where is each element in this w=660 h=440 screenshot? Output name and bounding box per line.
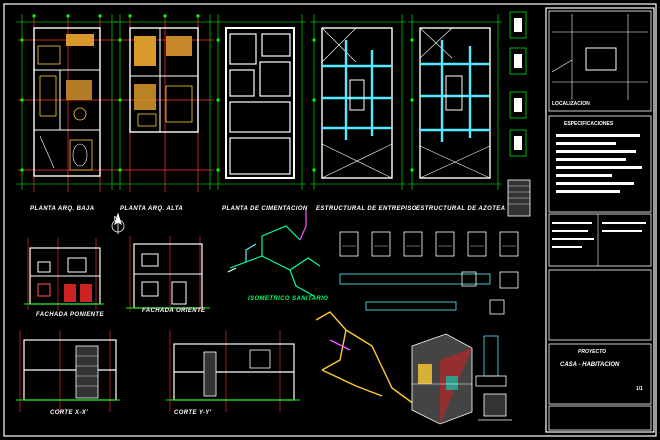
foundation-detail <box>475 335 512 421</box>
plan-azotea <box>408 14 502 190</box>
label-fachada-oriente: FACHADA ORIENTE <box>142 308 206 314</box>
fachada-oriente <box>126 236 210 312</box>
plan-planta-baja <box>16 14 118 192</box>
label-planta-baja: PLANTA ARQ. BAJA <box>30 206 95 212</box>
title-proyecto: PROYECTO <box>578 349 606 355</box>
label-cimentacion: PLANTA DE CIMENTACION <box>222 206 308 212</box>
corte-y <box>166 330 300 412</box>
title-block <box>545 7 655 433</box>
title-especificaciones: ESPECIFICACIONES <box>564 121 614 127</box>
plan-cimentacion <box>214 14 306 190</box>
label-azotea: ESTRUCTURAL DE AZOTEA <box>416 206 506 212</box>
title-project-name: CASA - HABITACION <box>560 362 620 368</box>
label-entrepiso: ESTRUCTURAL DE ENTREPISO <box>316 206 417 212</box>
label-corte-x: CORTE X-X' <box>50 410 88 416</box>
label-corte-y: CORTE Y-Y' <box>174 410 212 416</box>
north-arrow-letter: N <box>114 216 119 222</box>
label-isometrico: ISOMETRICO SANITARIO <box>248 296 329 302</box>
building-3d-model <box>411 333 473 425</box>
title-localizacion: LOCALIZACION <box>552 101 590 107</box>
detail-column <box>507 11 531 217</box>
plan-planta-alta <box>114 14 214 192</box>
corte-x <box>16 330 120 412</box>
fachada-poniente <box>24 238 104 310</box>
plan-entrepiso <box>310 14 406 190</box>
structural-details <box>339 231 519 315</box>
title-sheet-number: 1/1 <box>636 386 643 392</box>
spec-lines <box>552 134 646 248</box>
location-sketch <box>551 14 648 100</box>
label-fachada-poniente: FACHADA PONIENTE <box>36 312 104 318</box>
isometric-3d-view <box>315 311 415 405</box>
isometric-sanitary <box>227 210 321 297</box>
label-planta-alta: PLANTA ARQ. ALTA <box>120 206 184 212</box>
north-arrow <box>111 212 125 234</box>
